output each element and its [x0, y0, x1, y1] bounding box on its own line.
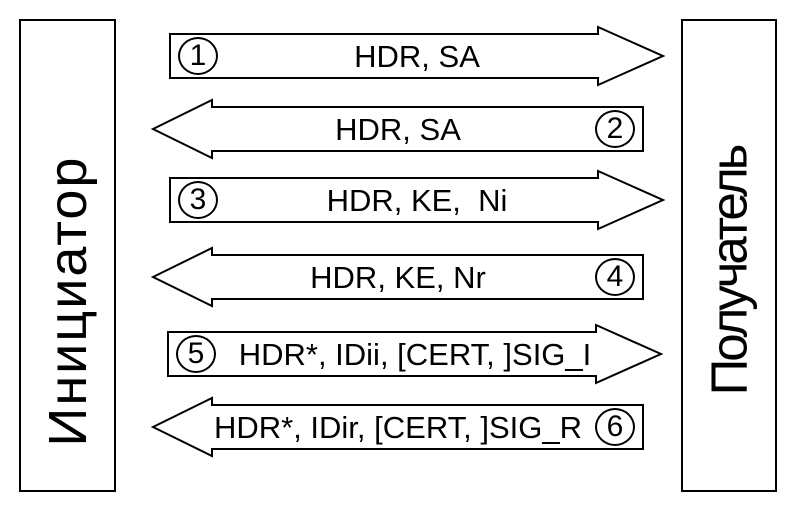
message-row-2: HDR, SA 2: [150, 98, 644, 160]
message-payload-label: HDR*, IDir, [CERT, ]SIG_R: [213, 409, 583, 445]
message-row-4: HDR, KE, Nr 4: [150, 246, 644, 308]
message-payload-label: HDR, SA: [354, 38, 480, 74]
message-number-badge: 3: [178, 181, 218, 219]
right-arrow-icon: [167, 323, 664, 385]
message-payload-label: HDR*, IDii, [CERT, ]SIG_I: [238, 336, 592, 372]
message-payload-label: HDR, SA: [335, 111, 461, 147]
left-arrow-icon: [150, 396, 644, 458]
message-number-badge: 4: [595, 258, 635, 296]
message-number-badge: 2: [595, 110, 635, 148]
receiver-label: Получатель: [700, 146, 758, 395]
message-number-badge: 6: [595, 408, 635, 446]
message-number-badge: 1: [178, 37, 218, 75]
initiator-box: Инициатор: [19, 19, 116, 492]
message-payload-label: HDR, KE, Ni: [326, 182, 508, 218]
right-arrow-icon: [169, 169, 666, 231]
right-arrow-icon: [169, 25, 666, 87]
message-row-5: HDR*, IDii, [CERT, ]SIG_I 5: [167, 323, 664, 385]
initiator-label: Инициатор: [37, 155, 98, 446]
message-payload-label: HDR, KE, Nr: [310, 259, 486, 295]
receiver-box: Получатель: [681, 19, 777, 492]
left-arrow-icon: [150, 98, 644, 160]
message-row-3: HDR, KE, Ni 3: [169, 169, 666, 231]
message-number-badge: 5: [176, 335, 216, 373]
message-row-1: HDR, SA 1: [169, 25, 666, 87]
message-row-6: HDR*, IDir, [CERT, ]SIG_R 6: [150, 396, 644, 458]
left-arrow-icon: [150, 246, 644, 308]
